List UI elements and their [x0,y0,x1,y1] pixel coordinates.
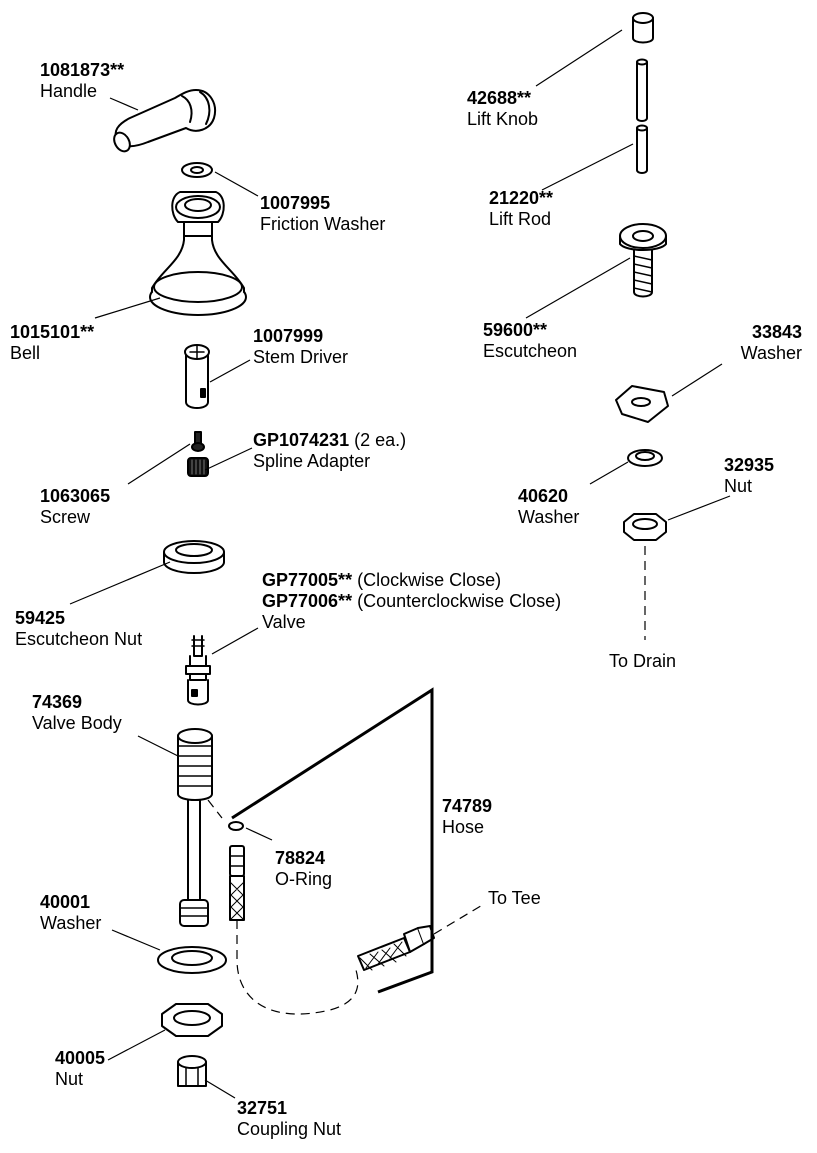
part-name: Escutcheon [483,341,578,361]
part-number: 1015101** [10,322,95,342]
part-number: 59600** [483,320,548,340]
label-lift-knob: 42688** Lift Knob [467,88,538,130]
label-escutcheon-nut: 59425 Escutcheon Nut [15,608,142,650]
label-washer-40620: 40620 Washer [518,486,579,528]
part-name: Lift Rod [489,209,552,229]
lift-rod-drawing [636,58,648,174]
part-number: 78824 [275,848,326,868]
label-washer-33843: 33843 Washer [706,322,802,364]
valve-drawing [185,635,211,706]
nut-32935-drawing [623,513,667,541]
nut-40005-drawing [161,1003,223,1037]
part-number: 21220** [489,188,554,208]
part-number: 74369 [32,692,83,712]
label-stem-driver: 1007999 Stem Driver [253,326,348,368]
part-note: (Counterclockwise Close) [352,591,562,611]
callout-text: To Drain [609,651,677,671]
washer-40001-drawing [157,946,227,974]
part-name: Washer [40,913,102,933]
callout-text: To Tee [488,888,541,908]
bell-drawing [149,191,247,316]
part-number: 40005 [55,1048,106,1068]
label-valve: GP77005** (Clockwise Close) GP77006** (C… [262,570,561,633]
part-number: 32935 [724,455,775,475]
o-ring-drawing [228,821,244,831]
part-name: O-Ring [275,869,333,889]
label-escutcheon: 59600** Escutcheon [483,320,577,362]
part-number: 1007995 [260,193,331,213]
part-number: 40001 [40,892,91,912]
part-name: Escutcheon Nut [15,629,143,649]
part-name: Valve Body [32,713,122,733]
part-name: Bell [10,343,41,363]
label-friction-washer: 1007995 Friction Washer [260,193,385,235]
label-valve-body: 74369 Valve Body [32,692,122,734]
part-number: 59425 [15,608,66,628]
part-name: Nut [55,1069,84,1089]
hose-fitting-drawing [229,845,435,971]
part-number: 1063065 [40,486,111,506]
coupling-nut-drawing [177,1055,207,1087]
part-number: 32751 [237,1098,288,1118]
part-number: GP77006** [262,591,353,611]
part-name: Lift Knob [467,109,539,129]
part-name: Stem Driver [253,347,349,367]
part-name: Washer [518,507,580,527]
label-o-ring: 78824 O-Ring [275,848,332,890]
callout-to-drain: To Drain [609,651,676,672]
label-handle: 1081873** Handle [40,60,124,102]
label-lift-rod: 21220** Lift Rod [489,188,553,230]
part-name: Coupling Nut [237,1119,342,1139]
part-number: 1007999 [253,326,324,346]
part-name: Handle [40,81,98,101]
dashed-paths [207,546,646,1015]
label-hose: 74789 Hose [442,796,492,838]
leader-lines [69,29,731,1099]
label-washer-40001: 40001 Washer [40,892,101,934]
label-spline-adapter: GP1074231 (2 ea.) Spline Adapter [253,430,406,472]
part-number: GP77005** [262,570,353,590]
part-quantity: (2 ea.) [349,430,407,450]
friction-washer-drawing [181,162,213,178]
part-number: 33843 [751,322,802,342]
label-coupling-nut: 32751 Coupling Nut [237,1098,341,1140]
part-name: Washer [740,343,802,363]
part-name: Nut [724,476,753,496]
callout-to-tee: To Tee [488,888,541,909]
stem-driver-drawing [184,344,210,409]
hose-lines [231,687,434,994]
part-number: GP1074231 [253,430,350,450]
label-screw: 1063065 Screw [40,486,110,528]
label-nut-40005: 40005 Nut [55,1048,105,1090]
part-number: 40620 [518,486,569,506]
part-number: 42688** [467,88,532,108]
escutcheon-drawing [619,223,667,298]
part-number: 1081873** [40,60,125,80]
spline-adapter-drawing [187,457,209,477]
part-name: Friction Washer [260,214,386,234]
part-name: Valve [262,612,306,632]
screw-drawing [191,431,205,452]
handle-drawing [113,89,216,153]
washer-33843-drawing [615,385,669,423]
part-name: Spline Adapter [253,451,371,471]
part-name: Screw [40,507,91,527]
washer-40620-drawing [627,449,663,467]
label-nut-32935: 32935 Nut [724,455,774,497]
lift-knob-drawing [632,12,654,44]
label-bell: 1015101** Bell [10,322,94,364]
valve-body-drawing [177,728,213,927]
part-number: 74789 [442,796,493,816]
escutcheon-nut-drawing [163,540,225,574]
part-name: Hose [442,817,485,837]
part-note: (Clockwise Close) [352,570,502,590]
